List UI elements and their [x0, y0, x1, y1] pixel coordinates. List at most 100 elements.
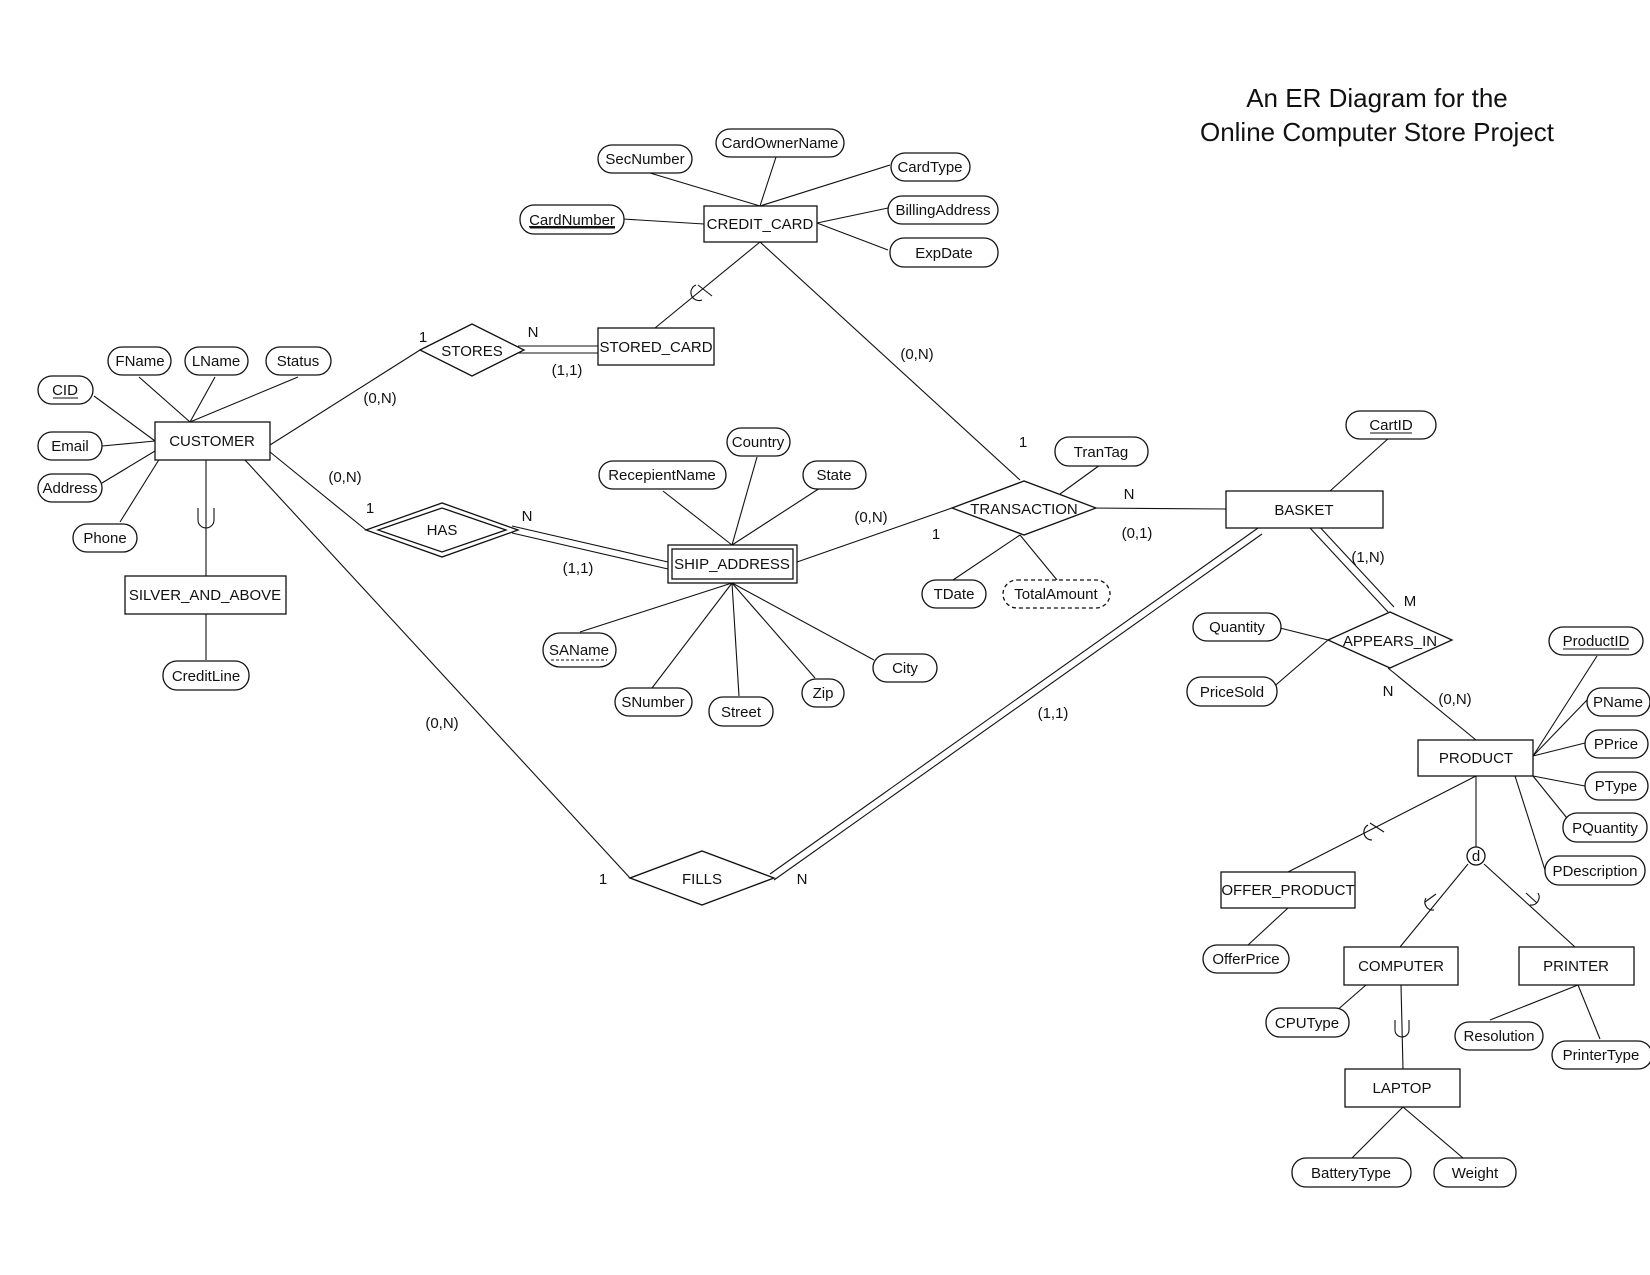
- attr-recepientname[interactable]: RecepientName: [598, 460, 727, 490]
- svg-text:PriceSold: PriceSold: [1200, 684, 1264, 701]
- card-cc-trans-0n: (0,N): [900, 346, 933, 363]
- attr-cardnumber-key[interactable]: CardNumber: [519, 204, 625, 235]
- attr-cardtype[interactable]: CardType: [890, 152, 971, 182]
- svg-text:ProductID: ProductID: [1563, 633, 1630, 650]
- entity-product[interactable]: PRODUCT: [1417, 739, 1534, 777]
- card-appears-1n: (1,N): [1351, 549, 1384, 566]
- svg-text:HAS: HAS: [427, 522, 458, 539]
- attr-cartid-key[interactable]: CartID: [1345, 410, 1437, 440]
- svg-text:Zip: Zip: [813, 685, 834, 702]
- attr-pquantity[interactable]: PQuantity: [1562, 812, 1648, 843]
- attr-pprice[interactable]: PPrice: [1584, 729, 1649, 759]
- attr-snumber[interactable]: SNumber: [614, 687, 693, 717]
- svg-text:FILLS: FILLS: [682, 871, 722, 888]
- attr-saname-partial-key[interactable]: SAName: [542, 632, 617, 668]
- svg-text:STORES: STORES: [441, 343, 502, 360]
- svg-text:CREDIT_CARD: CREDIT_CARD: [707, 216, 814, 233]
- svg-text:CardType: CardType: [897, 159, 962, 176]
- entity-customer[interactable]: CUSTOMER: [154, 421, 271, 461]
- attr-country[interactable]: Country: [726, 427, 791, 457]
- svg-text:PName: PName: [1593, 694, 1643, 711]
- attr-expdate[interactable]: ExpDate: [889, 237, 999, 268]
- attr-offerprice[interactable]: OfferPrice: [1202, 944, 1290, 974]
- attr-weight[interactable]: Weight: [1433, 1157, 1517, 1188]
- entity-ship-address[interactable]: SHIP_ADDRESS: [667, 544, 798, 584]
- card-stores-11: (1,1): [552, 362, 583, 379]
- entity-computer[interactable]: COMPUTER: [1343, 946, 1459, 986]
- svg-text:PPrice: PPrice: [1594, 736, 1638, 753]
- card-fills-n: N: [797, 871, 808, 888]
- entity-laptop[interactable]: LAPTOP: [1344, 1068, 1461, 1108]
- svg-text:TDate: TDate: [934, 586, 975, 603]
- diagram-title-line-1: An ER Diagram for the: [1246, 83, 1508, 113]
- attr-cardownername[interactable]: CardOwnerName: [715, 128, 845, 158]
- attr-state[interactable]: State: [802, 460, 867, 490]
- card-appears-m: M: [1404, 593, 1417, 610]
- entity-stored-card[interactable]: STORED_CARD: [597, 327, 715, 366]
- attr-secnumber[interactable]: SecNumber: [597, 144, 693, 174]
- attr-street[interactable]: Street: [708, 696, 774, 727]
- attr-fname[interactable]: FName: [107, 346, 172, 376]
- attr-address[interactable]: Address: [37, 473, 103, 503]
- attr-printertype[interactable]: PrinterType: [1551, 1040, 1650, 1070]
- attr-creditline[interactable]: CreditLine: [162, 660, 250, 691]
- svg-text:STORED_CARD: STORED_CARD: [599, 339, 712, 356]
- cardinality-labels: 1 N (1,1) (0,N) (0,N) (0,N) 1 N (1,1) 1 …: [328, 324, 1471, 888]
- subset-symbol-silver: [197, 508, 215, 529]
- attr-productid-key[interactable]: ProductID: [1548, 626, 1644, 656]
- card-trans-1-top: 1: [1019, 434, 1027, 451]
- attr-pricesold[interactable]: PriceSold: [1186, 676, 1278, 707]
- svg-text:OFFER_PRODUCT: OFFER_PRODUCT: [1221, 882, 1354, 899]
- attr-phone[interactable]: Phone: [72, 523, 138, 553]
- subset-markers: [197, 284, 1540, 1038]
- svg-text:BillingAddress: BillingAddress: [895, 202, 990, 219]
- relationship-has[interactable]: HAS: [364, 502, 520, 558]
- attr-cputype[interactable]: CPUType: [1265, 1007, 1350, 1038]
- entity-credit-card[interactable]: CREDIT_CARD: [703, 205, 818, 243]
- svg-text:Address: Address: [42, 480, 97, 497]
- attr-batterytype[interactable]: BatteryType: [1291, 1157, 1412, 1188]
- svg-text:d: d: [1472, 848, 1480, 865]
- svg-text:FName: FName: [115, 353, 164, 370]
- svg-text:SAName: SAName: [549, 642, 609, 659]
- svg-text:Country: Country: [732, 434, 785, 451]
- svg-text:BASKET: BASKET: [1274, 502, 1333, 519]
- attr-email[interactable]: Email: [37, 431, 103, 461]
- entity-printer[interactable]: PRINTER: [1518, 946, 1635, 986]
- svg-text:SHIP_ADDRESS: SHIP_ADDRESS: [674, 556, 790, 573]
- svg-text:CartID: CartID: [1369, 417, 1413, 434]
- attr-trantag[interactable]: TranTag: [1054, 436, 1149, 467]
- card-trans-1-left: 1: [932, 526, 940, 543]
- attr-status[interactable]: Status: [265, 346, 332, 376]
- svg-text:Quantity: Quantity: [1209, 619, 1265, 636]
- relationship-transaction[interactable]: TRANSACTION: [950, 480, 1098, 536]
- attr-pname[interactable]: PName: [1586, 687, 1650, 717]
- attr-ptype[interactable]: PType: [1584, 771, 1649, 801]
- svg-text:Status: Status: [277, 353, 320, 370]
- relationship-stores[interactable]: STORES: [418, 323, 526, 377]
- subset-symbol-laptop: [1394, 1020, 1410, 1038]
- svg-text:OfferPrice: OfferPrice: [1212, 951, 1279, 968]
- entity-offer-product[interactable]: OFFER_PRODUCT: [1220, 871, 1356, 909]
- attr-quantity[interactable]: Quantity: [1192, 612, 1282, 642]
- svg-text:PQuantity: PQuantity: [1572, 820, 1638, 837]
- entity-silver-and-above[interactable]: SILVER_AND_ABOVE: [124, 575, 287, 615]
- attr-billingaddress[interactable]: BillingAddress: [887, 195, 999, 225]
- svg-text:CardOwnerName: CardOwnerName: [722, 135, 839, 152]
- attr-zip[interactable]: Zip: [801, 678, 845, 708]
- attr-resolution[interactable]: Resolution: [1454, 1021, 1544, 1051]
- attr-totalamount-derived[interactable]: TotalAmount: [1002, 579, 1111, 609]
- card-fills-1: 1: [599, 871, 607, 888]
- relationship-fills[interactable]: FILLS: [628, 850, 776, 906]
- card-appears-n: N: [1383, 683, 1394, 700]
- relationship-appears-in[interactable]: APPEARS_IN: [1326, 611, 1454, 669]
- entity-basket[interactable]: BASKET: [1225, 490, 1384, 529]
- card-has-n: N: [522, 508, 533, 525]
- attr-tdate[interactable]: TDate: [921, 579, 987, 609]
- attr-pdescription[interactable]: PDescription: [1544, 855, 1646, 886]
- svg-text:ExpDate: ExpDate: [915, 245, 973, 262]
- attr-cid-key[interactable]: CID: [37, 375, 94, 405]
- svg-text:City: City: [892, 660, 918, 677]
- attr-lname[interactable]: LName: [184, 346, 249, 376]
- attr-city[interactable]: City: [872, 653, 938, 683]
